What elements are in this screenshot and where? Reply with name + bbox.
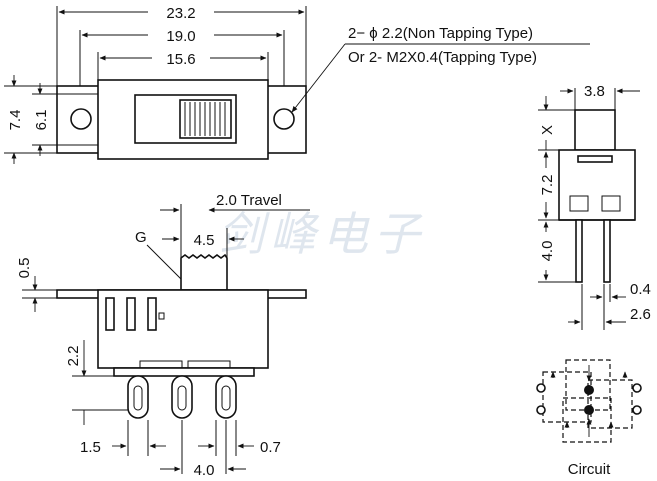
dim-flange-thickness: 0.5	[16, 258, 33, 279]
dim-pin-width: 1.5	[80, 439, 101, 456]
dim-actuator-height: X	[539, 125, 556, 135]
hole-note-line2: Or 2- M2X0.4(Tapping Type)	[348, 49, 537, 66]
side-actuator	[574, 109, 616, 151]
dim-pin-spacing: 2.6	[630, 306, 651, 323]
dim-pin-pitch: 4.0	[194, 462, 215, 479]
dim-side-body-height: 7.2	[539, 175, 556, 196]
contact-dot-lower	[584, 405, 594, 415]
dim-actuator-width: 4.5	[194, 232, 215, 249]
front-body	[97, 289, 269, 369]
terminal-1	[127, 375, 149, 419]
dim-flange-height: 7.4	[7, 110, 24, 131]
top-view: 23.2 19.0 15.6 7.4 6.1	[4, 5, 590, 164]
side-view: 3.8 X 7.2 4.0 0.4 2.6	[538, 83, 651, 330]
watermark: 剑峰电子	[218, 208, 426, 260]
dim-hole-spacing: 19.0	[166, 28, 195, 45]
dim-body-height: 6.1	[33, 110, 50, 131]
hole-note-line1: 2− ϕ 2.2(Non Tapping Type)	[348, 25, 533, 42]
front-base	[113, 367, 255, 377]
contact-dot-upper	[584, 385, 594, 395]
dim-pin-gap: 0.7	[260, 439, 281, 456]
dim-overall-length: 23.2	[166, 5, 195, 22]
dim-pin-thickness: 0.4	[630, 281, 651, 298]
dim-body-length: 15.6	[166, 51, 195, 68]
dim-actuator-depth: 3.8	[584, 83, 605, 100]
dim-pin-length: 4.0	[539, 241, 556, 262]
circuit-diagram: Circuit	[536, 359, 642, 478]
dim-terminal-height: 2.2	[65, 346, 82, 367]
ground-label: G	[135, 229, 147, 246]
terminal-2	[171, 375, 193, 419]
mounting-hole-left	[70, 108, 92, 130]
circuit-label: Circuit	[568, 461, 611, 478]
front-view: 2.0 Travel 4.5 G 0.5	[16, 192, 310, 479]
mounting-hole-right	[273, 108, 295, 130]
slide-actuator	[180, 253, 228, 291]
side-pin-right	[603, 219, 611, 283]
travel-label: 2.0 Travel	[216, 192, 282, 209]
terminal-3	[215, 375, 237, 419]
side-pin-left	[575, 219, 583, 283]
